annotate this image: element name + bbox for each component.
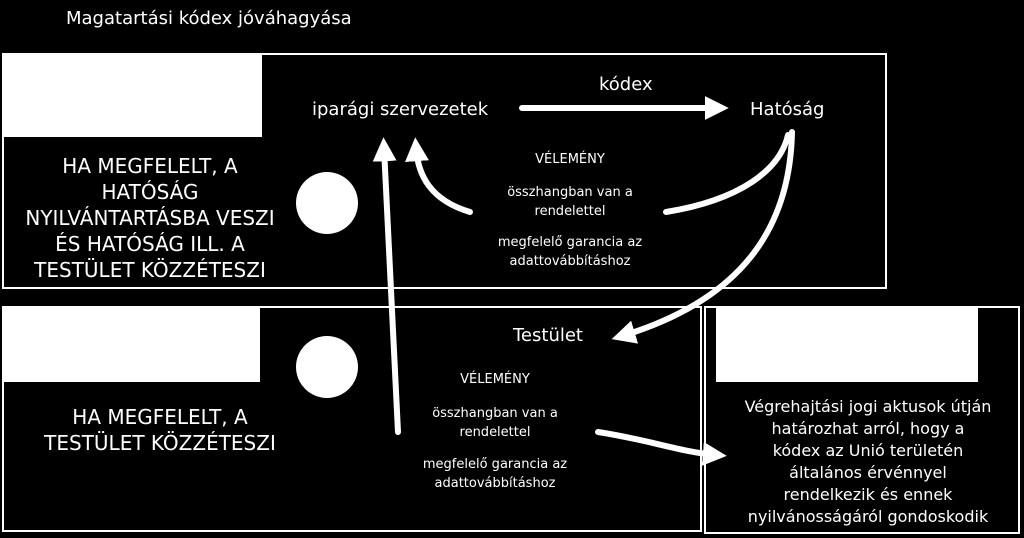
left1-line-3: NYILVÁNTARTÁSBA VESZI (25, 206, 275, 230)
opinion-2-line-1: összhangban van a (432, 406, 558, 421)
board-publishes-text: HA MEGFELELT, A TESTÜLET KÖZZÉTESZI (40, 404, 280, 456)
right-line-6: nyilvánosságáról gondoskodik (747, 507, 989, 526)
circle-marker-bottom (296, 336, 358, 398)
left2-line-1: HA MEGFELELT, A (72, 405, 248, 429)
top-panel-white-block (2, 53, 262, 137)
arrow-authority-to-board (611, 129, 795, 344)
right-panel-white-block (716, 306, 978, 382)
node-authority: Hatóság (750, 99, 825, 120)
opinion-2-line-4: adattovábbításhoz (434, 476, 556, 491)
top-panel (2, 53, 887, 289)
left1-line-5: TESTÜLET KÖZZÉTESZI (34, 258, 266, 282)
left2-line-2: TESTÜLET KÖZZÉTESZI (44, 431, 276, 455)
arrow-authority-to-opinion (663, 132, 791, 215)
opinion-1: VÉLEMÉNY összhangban van a rendelettel m… (470, 150, 670, 271)
node-industry-organisations: iparági szervezetek (312, 99, 489, 120)
opinion-2-line-3: megfelelő garancia az (422, 457, 568, 472)
opinion-2-line-2: rendelettel (459, 425, 531, 440)
opinion-1-line-3: megfelelő garancia az (497, 235, 643, 250)
right-line-2: határozhat arról, hogy a (771, 419, 965, 438)
arrow-opinion-to-industry (405, 137, 473, 215)
node-board: Testület (513, 325, 583, 346)
arrow-opinion-to-implementing-acts (595, 429, 727, 466)
diagram-title: Magatartási kódex jóváhagyása (66, 8, 352, 29)
opinion-1-line-1: összhangban van a (507, 185, 633, 200)
arrow-board-to-industry (372, 137, 401, 435)
bottom-panel (2, 306, 702, 532)
opinion-1-line-2: rendelettel (534, 204, 606, 219)
right-line-4: általános érvénnyel (789, 463, 947, 482)
bottom-panel-white-block (2, 306, 260, 382)
right-line-1: Végrehajtási jogi aktusok útján (744, 397, 992, 416)
left1-line-2: HATÓSÁG (101, 180, 199, 204)
opinion-2: VÉLEMÉNY összhangban van a rendelettel m… (395, 370, 595, 493)
right-line-3: kódex az Unió területén (772, 441, 964, 460)
opinion-1-line-4: adattovábbításhoz (509, 254, 631, 269)
implementing-acts-text: Végrehajtási jogi aktusok útján határozh… (718, 396, 1018, 528)
left1-line-4: ÉS HATÓSÁG ILL. A (55, 232, 245, 256)
authority-registers-text: HA MEGFELELT, A HATÓSÁG NYILVÁNTARTÁSBA … (20, 153, 280, 283)
opinion-1-heading: VÉLEMÉNY (535, 152, 605, 167)
opinion-2-heading: VÉLEMÉNY (460, 372, 530, 387)
left1-line-1: HA MEGFELELT, A (62, 154, 238, 178)
circle-marker-top (296, 172, 358, 234)
right-line-5: rendelkezik és ennek (783, 485, 953, 504)
edge-label-code: kódex (599, 74, 653, 95)
